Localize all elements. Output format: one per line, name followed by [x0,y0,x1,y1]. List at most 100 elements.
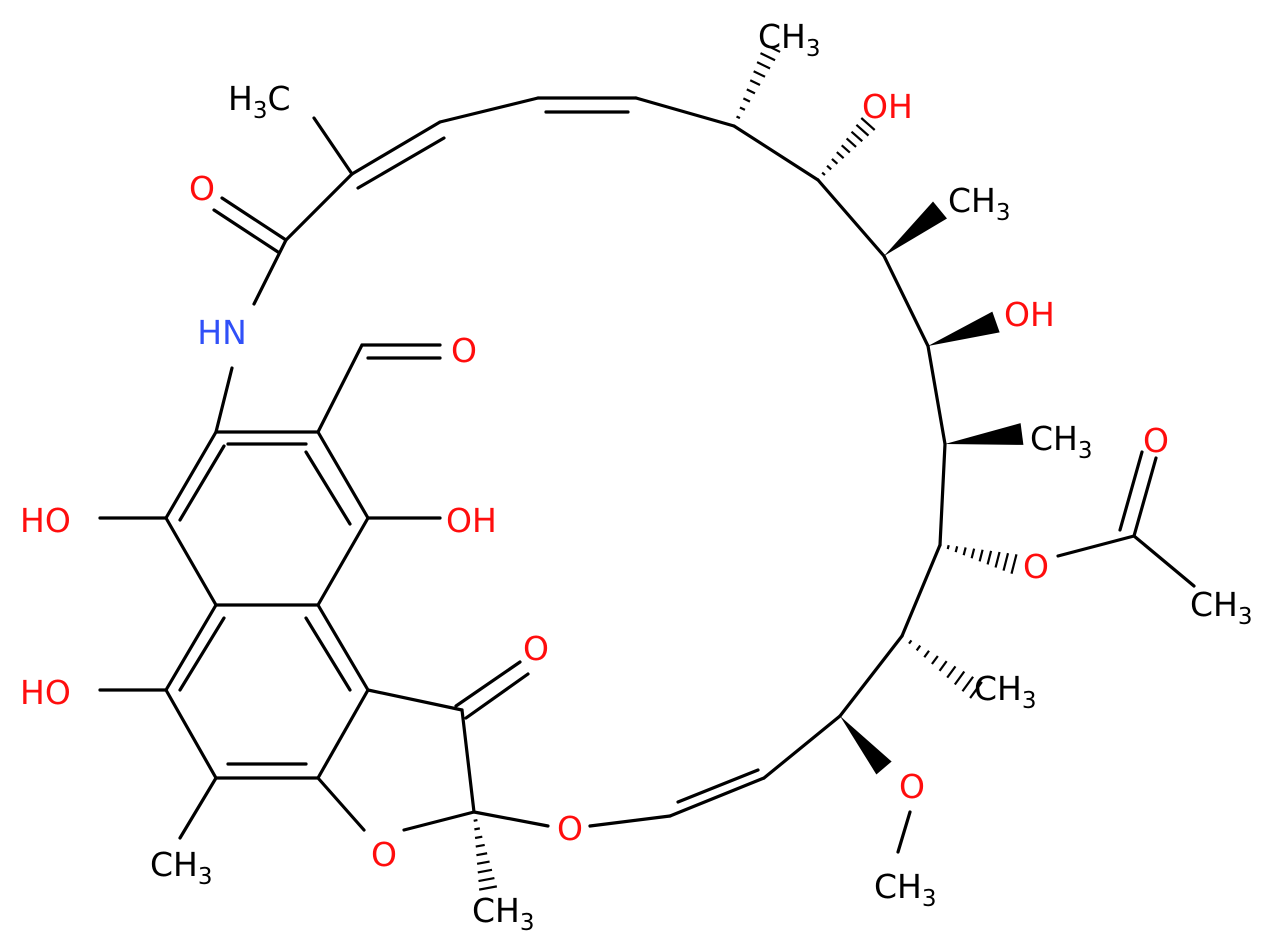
bond-ring2-a [316,603,370,692]
bond-aromatic-methyl [178,776,218,840]
hash-acetoxy-o [938,543,1018,574]
bond-ring-c8-c1 [164,430,218,520]
hash-c35-methyl [732,43,781,128]
wedge-c33-methyl [884,201,947,256]
hash-stroke [473,819,478,822]
bond-vinyl-b [676,768,760,804]
bond-c33-c34 [816,178,886,258]
bond-ring2-d-inner [178,616,226,692]
bond-diene-b-inner [356,136,446,190]
ho-lower-label: HO [20,673,71,712]
o-ketone-label: O [523,629,549,668]
hash-stroke [746,88,756,95]
hash-stroke [477,868,493,874]
o-methoxy-label: O [899,767,925,806]
hash-stroke [760,52,776,62]
bond-methoxy-ch3 [896,810,912,854]
o-acetyl-carbonyl-label: O [1143,421,1169,460]
hash-stroke [749,79,761,87]
hash-stroke [1002,552,1010,571]
bond-ring-c7-c8 [164,516,218,607]
hash-stroke [978,549,984,562]
bond-c35-c36 [634,96,736,128]
hash-stroke [753,70,766,78]
hash-stroke [923,650,930,658]
bond-c30-c31 [938,442,947,547]
ch3-methoxy-label: CH3 [874,867,937,912]
bond-ring2-a-inner [304,616,352,692]
hash-stroke [821,171,826,176]
wedge-c32-oh [928,311,1000,346]
oh-center-label: OH [446,501,497,540]
o-aldehyde-label: O [451,331,477,370]
hash-stroke [478,885,498,891]
ch3-aromatic-label: CH3 [150,845,213,890]
hash-spiro-methyl [472,810,498,891]
o-bridge-label: O [557,809,583,848]
bond-furanone-c [366,688,464,712]
hash-stroke [756,61,771,70]
ch3-c26-label: CH3 [974,669,1037,714]
bond-ring-c8-c1-inner [178,444,226,522]
bond-acetyl-ch3 [1132,534,1196,588]
bond-c29-c30 [900,543,942,638]
bond-ketone-a [454,660,522,708]
bond-ring-c5-c6 [316,516,370,607]
bond-c34-c35 [732,124,820,182]
hash-stroke [961,676,974,692]
hash-stroke [840,144,851,154]
bond-ester-o-c [1056,534,1136,558]
o-ester-label: O [1023,547,1049,586]
hash-c34-oh [816,117,876,182]
hash-stroke [475,843,485,848]
hash-stroke [994,551,1001,568]
ch3-acetyl-label: CH3 [1190,585,1253,630]
hash-stroke [953,670,966,686]
oh-c21-label: OH [862,87,913,126]
bond-furan-o-a [316,776,366,832]
hash-stroke [970,548,976,559]
hash-stroke [860,117,876,131]
hash-stroke [946,544,950,550]
hash-stroke [931,655,939,665]
bond-amide-co-a [220,196,288,242]
bond-c32-c33 [882,254,930,348]
bond-c31-c32 [926,344,947,446]
bond-c28-c29 [838,634,904,718]
ch3-spiro-label: CH3 [472,891,535,936]
ch3-c22-label: CH3 [1030,419,1093,464]
hash-stroke [736,115,741,120]
oh-c23-label: OH [1004,295,1055,334]
hash-stroke [474,827,481,831]
wedge-methoxy [840,716,892,775]
h3c-left-label: H3C [228,79,291,124]
ch3-c20-label: CH3 [948,181,1011,226]
bond-c-cho [316,343,364,434]
wedge-c31-methyl [945,423,1024,445]
hash-stroke [1010,554,1018,574]
hash-stroke [969,681,983,699]
ch3-top-label: CH3 [758,17,821,62]
hash-stroke [938,660,948,672]
bond-ring2-c [164,688,218,780]
bond-amide-co-b [212,208,280,254]
hash-stroke [836,151,845,159]
hash-stroke [742,97,751,103]
bond-spiro-bridge-o [472,810,550,828]
bond-layer [98,43,1196,891]
hash-stroke [474,835,483,840]
bond-furanone-spiro [460,708,476,814]
o-furan-label: O [371,835,397,874]
hash-stroke [954,546,959,553]
bond-furan-o-b [402,810,476,832]
hash-stroke [908,639,913,645]
o-amide-label: O [189,169,215,208]
hash-stroke [986,550,993,565]
bond-c-amide [284,172,354,242]
hash-stroke [915,644,922,652]
hash-c29-methyl [900,634,983,699]
hash-stroke [946,665,957,679]
hash-stroke [845,137,857,148]
bond-ketone-b [464,672,530,720]
